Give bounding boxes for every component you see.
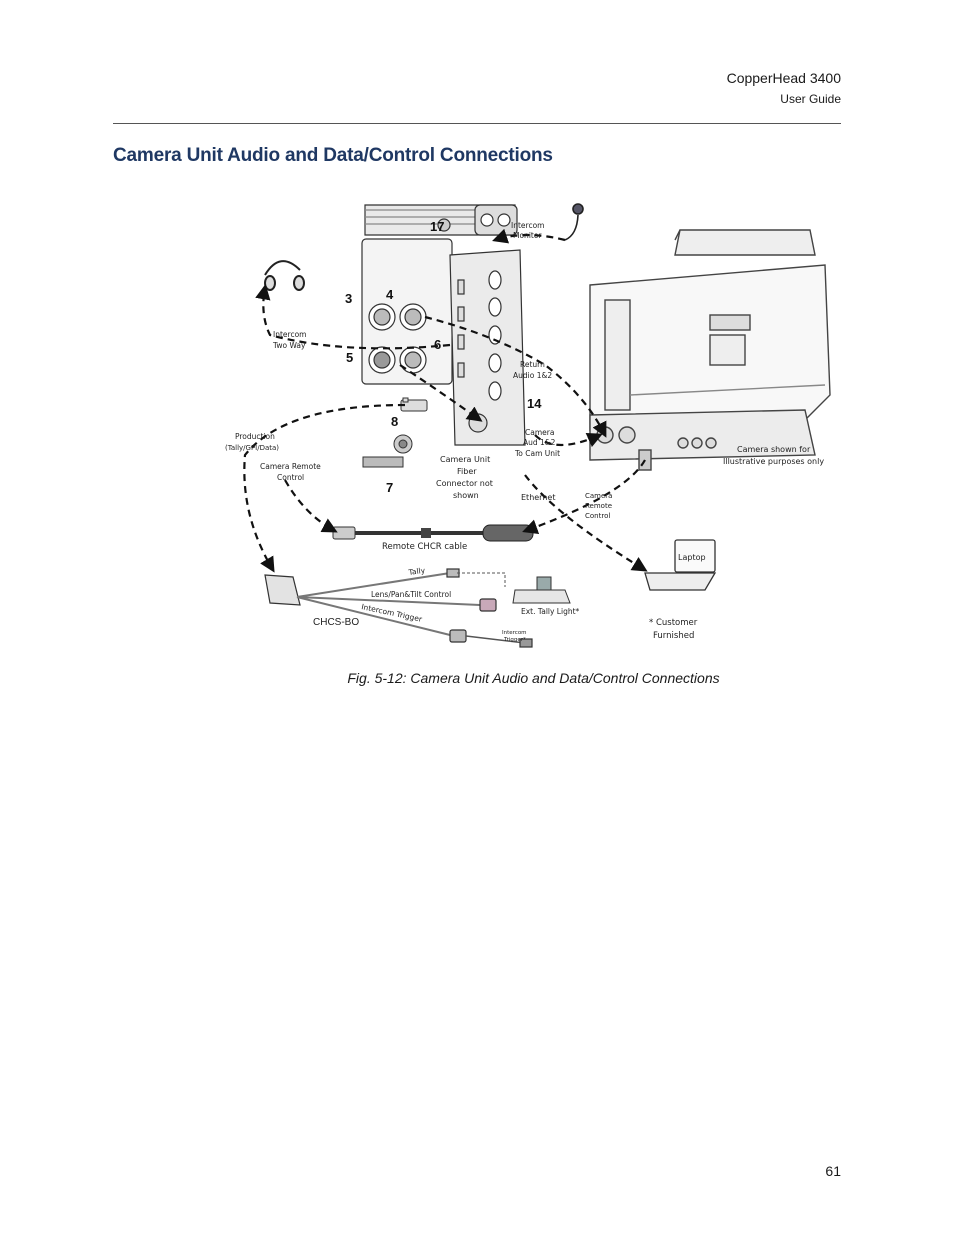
connector-8 — [400, 397, 428, 412]
remote-chcr-cable — [332, 524, 534, 542]
label-production: Production — [235, 432, 275, 441]
label-camera-shown: Camera shown for — [737, 445, 811, 454]
label-customer-furnished: * Customer — [649, 618, 698, 628]
ext-tally-light-icon — [457, 572, 571, 604]
label-intercom-trigger-small-2: Trigger* — [503, 637, 526, 643]
callout-8: 8 — [391, 414, 398, 429]
callout-3: 3 — [345, 291, 352, 306]
callout-6: 6 — [434, 337, 441, 352]
label-camera-aud-3: To Cam Unit — [514, 449, 560, 458]
label-lens-pan-tilt: Lens/Pan&Tilt Control — [371, 590, 451, 599]
connection-diagram: 17 3 4 5 6 14 8 7 Intercom Monitor Inter… — [225, 203, 831, 648]
label-ethernet: Ethernet — [521, 493, 555, 502]
label-camera-remote-control-left: Camera Remote — [260, 462, 321, 471]
label-remote-chcr-cable: Remote CHCR cable — [382, 542, 467, 552]
connector-7 — [362, 434, 413, 468]
label-fiber-3: Connector not — [436, 479, 493, 488]
connection-arrows — [243, 228, 648, 573]
callout-14: 14 — [527, 396, 542, 411]
chcs-bo-breakout — [264, 568, 533, 648]
label-fiber-2: Fiber — [457, 467, 477, 476]
label-camera-remote-control-right-3: Control — [585, 512, 610, 520]
label-return-audio-2: Audio 1&2 — [513, 371, 552, 380]
label-tally: Tally — [407, 566, 426, 577]
section-title: Camera Unit Audio and Data/Control Conne… — [113, 145, 553, 166]
label-chcs-bo: CHCS-BO — [313, 617, 359, 628]
callout-5: 5 — [346, 350, 353, 365]
label-camera-aud: Camera — [525, 428, 554, 437]
label-intercom-trigger-small: Intercom — [502, 630, 527, 636]
intercom-two-way-headset-icon — [264, 260, 305, 291]
callout-7: 7 — [386, 480, 393, 495]
label-fiber-4: shown — [453, 491, 479, 500]
label-fiber: Camera Unit — [440, 455, 490, 464]
laptop-icon — [644, 539, 717, 591]
intercom-monitor-earpiece-icon — [564, 203, 584, 241]
label-intercom-monitor: Intercom — [511, 221, 544, 230]
camera-unit-panel — [361, 204, 526, 446]
label-production-2: (Tally/GPI/Data) — [225, 444, 279, 452]
label-intercom-monitor-2: Monitor — [513, 231, 542, 240]
label-camera-remote-control-left-2: Control — [277, 473, 304, 482]
figure-caption: Fig. 5-12: Camera Unit Audio and Data/Co… — [347, 670, 720, 686]
callout-17: 17 — [430, 219, 444, 234]
label-customer-furnished-2: Furnished — [653, 631, 694, 641]
callout-4: 4 — [386, 287, 394, 302]
label-return-audio: Return — [520, 360, 545, 369]
header-product-name: CopperHead 3400 — [726, 70, 841, 86]
page-number: 61 — [825, 1163, 841, 1179]
header-doc-type: User Guide — [780, 92, 841, 106]
header-rule — [113, 123, 841, 124]
label-camera-aud-2: Aud 1&2 — [523, 438, 556, 447]
label-intercom-two-way: Intercom — [273, 330, 306, 339]
label-laptop: Laptop — [678, 553, 706, 562]
label-ext-tally-light: Ext. Tally Light* — [521, 607, 580, 616]
label-camera-remote-control-right-2: Remote — [585, 502, 612, 510]
label-intercom-two-way-2: Two Way — [272, 341, 306, 350]
camera-body — [589, 229, 831, 471]
label-camera-remote-control-right: Camera — [585, 492, 612, 500]
label-camera-shown-2: Illustrative purposes only — [723, 457, 824, 466]
